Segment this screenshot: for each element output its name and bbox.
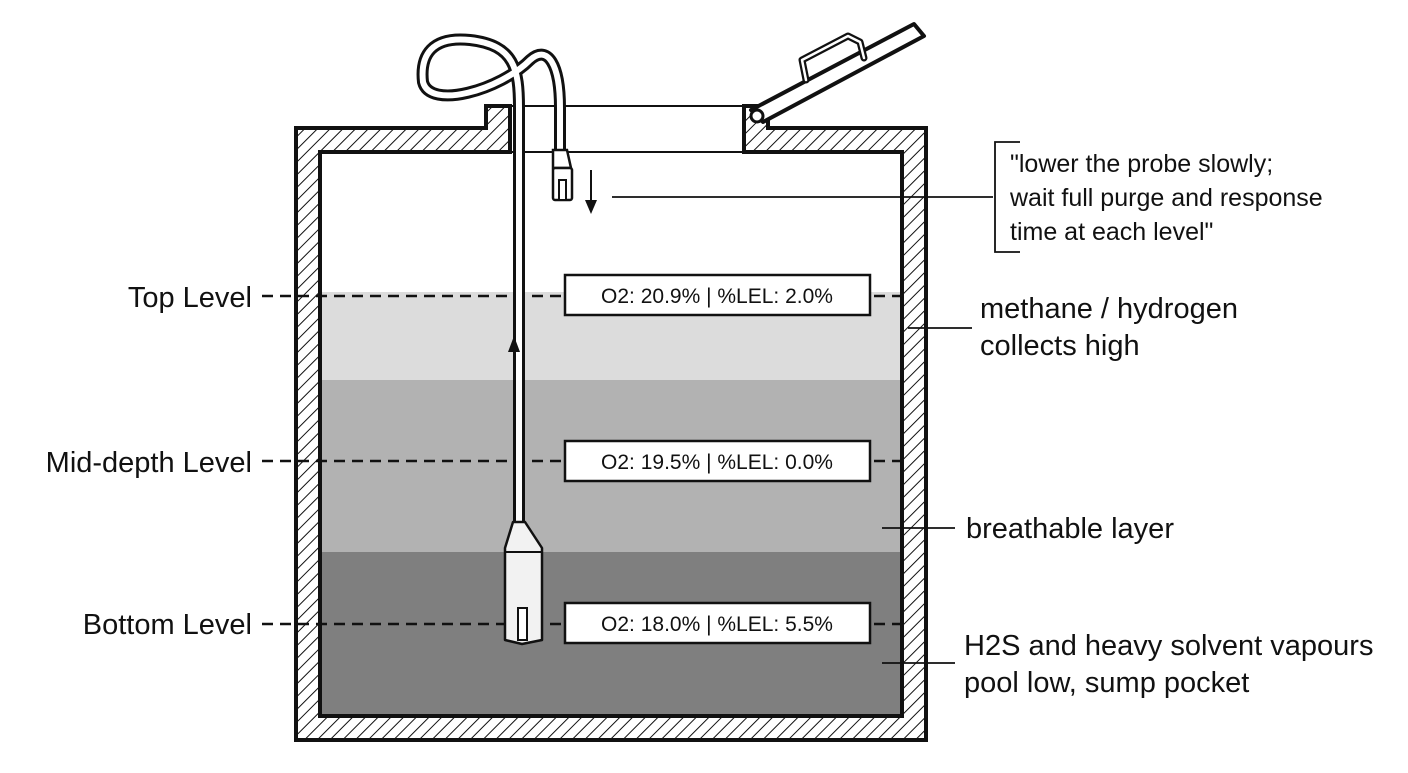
annotation-methane-line-2: collects high xyxy=(980,330,1140,362)
probe-hose xyxy=(416,33,566,528)
annotation-breathable: breathable layer xyxy=(882,513,1174,545)
tank-wall xyxy=(294,104,928,742)
reading-mid: O2: 19.5% | %LEL: 0.0% xyxy=(601,451,833,474)
level-label-mid: Mid-depth Level xyxy=(46,447,252,479)
instruction-line-1: "lower the probe slowly; xyxy=(1010,150,1273,178)
reading-bottom: O2: 18.0% | %LEL: 5.5% xyxy=(601,613,833,636)
annotation-breathable-text: breathable layer xyxy=(966,513,1174,545)
raise-arrow xyxy=(508,336,520,437)
level-label-bottom: Bottom Level xyxy=(83,609,252,641)
annotation-heavy-line-2: pool low, sump pocket xyxy=(964,667,1249,699)
annotation-heavy-line-1: H2S and heavy solvent vapours xyxy=(964,630,1373,662)
level-label-top: Top Level xyxy=(128,282,252,314)
reading-top: O2: 20.9% | %LEL: 2.0% xyxy=(601,285,833,308)
probe-upper-tip xyxy=(551,148,574,202)
instruction-callout: "lower the probe slowly; wait full purge… xyxy=(612,141,1323,253)
instruction-line-2: wait full purge and response xyxy=(1009,184,1323,212)
reading-box-mid: O2: 19.5% | %LEL: 0.0% xyxy=(563,439,872,483)
annotation-heavy: H2S and heavy solvent vapours pool low, … xyxy=(882,630,1373,699)
lower-arrow xyxy=(585,170,597,214)
hatch-lid xyxy=(749,22,926,124)
probe-sensor-body xyxy=(503,520,544,646)
reading-box-top: O2: 20.9% | %LEL: 2.0% xyxy=(563,273,872,317)
instruction-line-3: time at each level" xyxy=(1010,218,1213,246)
annotation-methane-line-1: methane / hydrogen xyxy=(980,293,1238,325)
annotation-methane: methane / hydrogen collects high xyxy=(908,293,1238,362)
reading-box-bottom: O2: 18.0% | %LEL: 5.5% xyxy=(563,601,872,645)
